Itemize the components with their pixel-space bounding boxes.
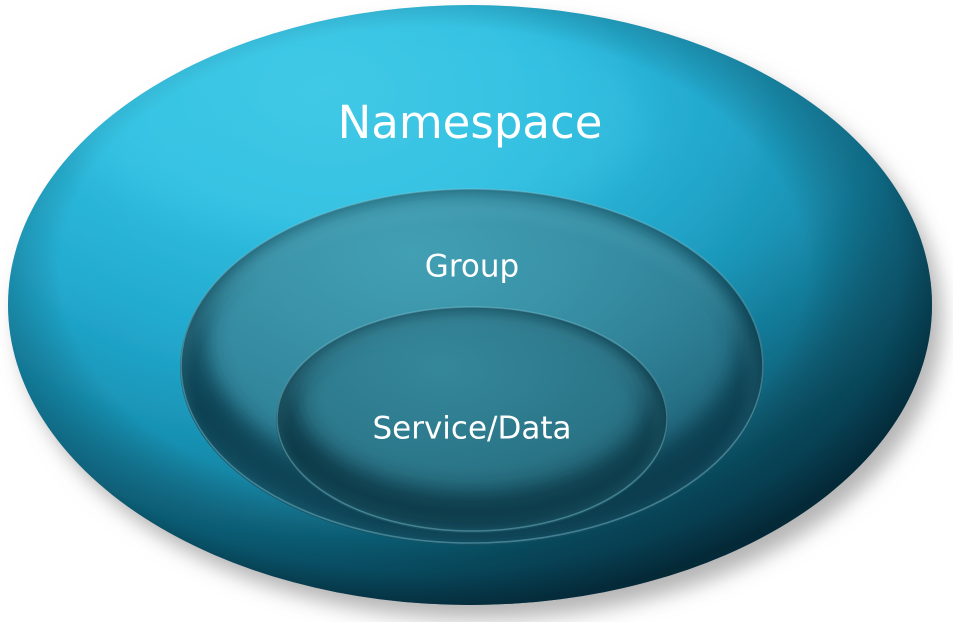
layer-inner-service-data[interactable] xyxy=(275,287,668,540)
outer-ellipse-label: Namespace xyxy=(338,96,603,149)
inner-ellipse-label: Service/Data xyxy=(372,411,571,447)
middle-ellipse-bottom-rim xyxy=(180,188,764,544)
inner-ellipse-shade-overlay xyxy=(276,307,668,533)
inner-ellipse-bottom-rim xyxy=(276,306,668,532)
outer-ellipse-specular-highlight xyxy=(70,5,650,235)
middle-ellipse-label: Group xyxy=(425,249,519,285)
